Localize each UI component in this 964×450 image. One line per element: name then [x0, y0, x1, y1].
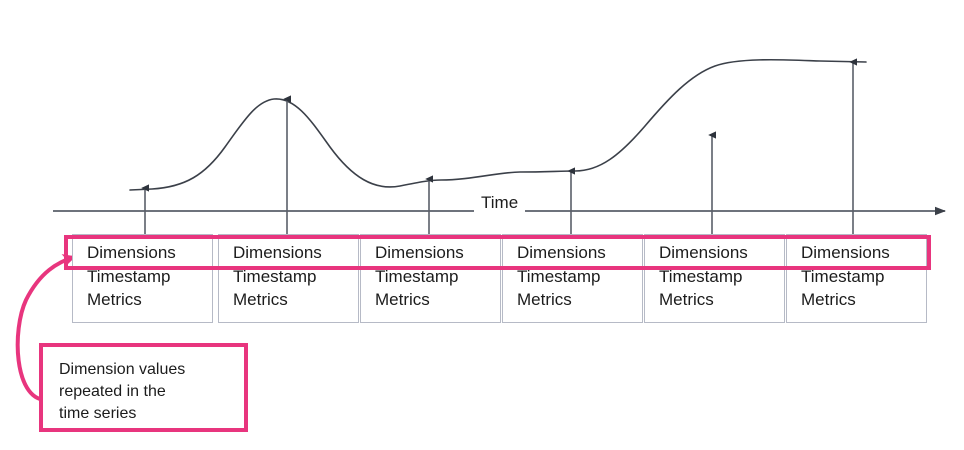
record-line-dimensions: Dimensions [87, 243, 176, 262]
record-line-dimensions: Dimensions [801, 243, 890, 262]
record-line-dimensions: Dimensions [375, 243, 464, 262]
record-line-timestamp: Timestamp [659, 266, 743, 286]
record-line-timestamp: Timestamp [87, 266, 171, 286]
callout-line: Dimension values [59, 361, 186, 378]
record-line-metrics: Metrics [375, 290, 430, 309]
time-axis-label: Time [474, 194, 526, 212]
record-line-metrics: Metrics [233, 290, 288, 309]
metric-curve [129, 58, 867, 191]
record-line-timestamp: Timestamp [233, 266, 317, 286]
record-line-timestamp: Timestamp [517, 266, 601, 286]
record-line-metrics: Metrics [87, 290, 142, 309]
callout-line: repeated in the [59, 383, 166, 400]
callout-box: Dimension values repeated in the time seri… [39, 343, 248, 432]
record-line-dimensions: Dimensions [517, 243, 606, 262]
callout-connector-arrow [15, 254, 76, 402]
callout-line: time series [59, 405, 137, 422]
record-line-dimensions: Dimensions [233, 243, 322, 262]
record-line-timestamp: Timestamp [375, 266, 459, 286]
record-line-timestamp: Timestamp [801, 266, 885, 286]
record-line-metrics: Metrics [801, 290, 856, 309]
record-line-metrics: Metrics [659, 290, 714, 309]
record-line-metrics: Metrics [517, 290, 572, 309]
record-line-dimensions: Dimensions [659, 243, 748, 262]
